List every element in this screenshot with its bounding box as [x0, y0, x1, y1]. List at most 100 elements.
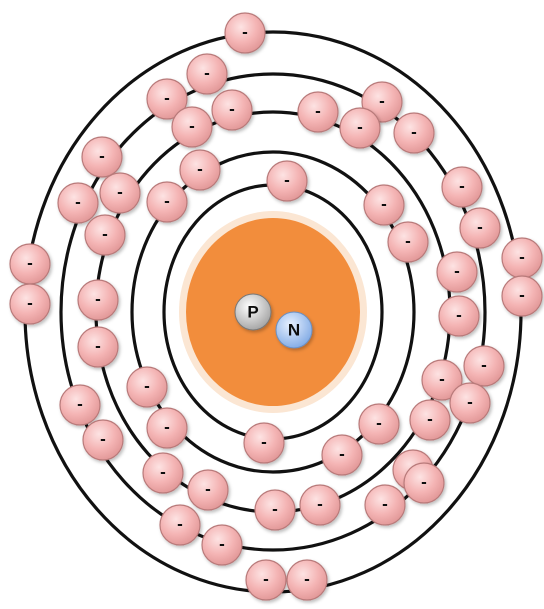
electron: -: [100, 173, 140, 213]
electron-sign: -: [477, 218, 483, 237]
electron: -: [255, 490, 295, 530]
electron: -: [187, 54, 227, 94]
electron-sign: -: [164, 192, 170, 211]
electron-sign: -: [304, 570, 310, 589]
electron: -: [410, 400, 450, 440]
electron-sign: -: [102, 225, 108, 244]
electron: -: [244, 423, 284, 463]
proton: P: [235, 294, 271, 330]
electron: -: [267, 161, 307, 201]
electron: -: [442, 167, 482, 207]
electron-sign: -: [164, 418, 170, 437]
electron: -: [388, 222, 428, 262]
electron: -: [340, 108, 380, 148]
electron-sign: -: [376, 414, 382, 433]
electron-sign: -: [204, 64, 210, 83]
electron: -: [172, 107, 212, 147]
electron: -: [202, 525, 242, 565]
electron: -: [502, 276, 542, 316]
electron: -: [180, 150, 220, 190]
electron-sign: -: [95, 337, 101, 356]
electron: -: [127, 367, 167, 407]
electron-sign: -: [100, 430, 106, 449]
electron-sign: -: [117, 183, 123, 202]
electron: -: [502, 238, 542, 278]
electron-sign: -: [177, 515, 183, 534]
electron: -: [394, 113, 434, 153]
electron-sign: -: [481, 356, 487, 375]
electron: -: [82, 137, 122, 177]
electron-sign: -: [160, 463, 166, 482]
electron: -: [143, 453, 183, 493]
electron: -: [450, 383, 490, 423]
nucleus: P N: [179, 211, 367, 413]
electron: -: [460, 208, 500, 248]
electron-sign: -: [382, 495, 388, 514]
electron-sign: -: [219, 535, 225, 554]
electron-sign: -: [272, 500, 278, 519]
electron-sign: -: [467, 393, 473, 412]
electron: -: [464, 346, 504, 386]
electron-sign: -: [519, 286, 525, 305]
electron: -: [322, 435, 362, 475]
electron: -: [58, 183, 98, 223]
electron-sign: -: [261, 433, 267, 452]
electron: -: [365, 485, 405, 525]
electron: -: [60, 385, 100, 425]
electron: -: [147, 182, 187, 222]
nucleus-core: [186, 218, 360, 406]
electron-sign: -: [75, 193, 81, 212]
neutron: N: [276, 312, 312, 348]
electron-sign: -: [284, 171, 290, 190]
electron-sign: -: [164, 89, 170, 108]
electron-sign: -: [421, 473, 427, 492]
electron: -: [246, 560, 286, 600]
electron-sign: -: [357, 118, 363, 137]
electron: -: [10, 284, 50, 324]
electron-sign: -: [427, 410, 433, 429]
electron: -: [83, 420, 123, 460]
electron: -: [404, 463, 444, 503]
electron: -: [85, 215, 125, 255]
electron-sign: -: [205, 480, 211, 499]
electron-sign: -: [315, 102, 321, 121]
electron: -: [78, 327, 118, 367]
electron-sign: -: [95, 290, 101, 309]
electron-sign: -: [456, 306, 462, 325]
electron-sign: -: [229, 100, 235, 119]
electron-sign: -: [381, 195, 387, 214]
electron-sign: -: [411, 123, 417, 142]
electron: -: [160, 505, 200, 545]
electron: -: [10, 244, 50, 284]
electron-sign: -: [27, 294, 33, 313]
neutron-label: N: [288, 321, 300, 340]
electron: -: [147, 408, 187, 448]
electron-sign: -: [27, 254, 33, 273]
electron: -: [359, 404, 399, 444]
electron-sign: -: [242, 23, 248, 42]
electron-sign: -: [99, 147, 105, 166]
electron: -: [439, 296, 479, 336]
electron: -: [287, 560, 327, 600]
electron-sign: -: [339, 445, 345, 464]
electron-sign: -: [379, 92, 385, 111]
electron-sign: -: [77, 395, 83, 414]
electron-sign: -: [439, 370, 445, 389]
electron-sign: -: [454, 262, 460, 281]
electron-sign: -: [144, 377, 150, 396]
electron: -: [188, 470, 228, 510]
electron-sign: -: [317, 495, 323, 514]
electron-sign: -: [519, 248, 525, 267]
electron: -: [78, 280, 118, 320]
electron: -: [437, 252, 477, 292]
electron-sign: -: [459, 177, 465, 196]
electron: -: [364, 185, 404, 225]
electron: -: [300, 485, 340, 525]
proton-label: P: [247, 303, 258, 322]
electron-sign: -: [405, 232, 411, 251]
electron-sign: -: [263, 570, 269, 589]
electron: -: [298, 92, 338, 132]
electron: -: [212, 90, 252, 130]
